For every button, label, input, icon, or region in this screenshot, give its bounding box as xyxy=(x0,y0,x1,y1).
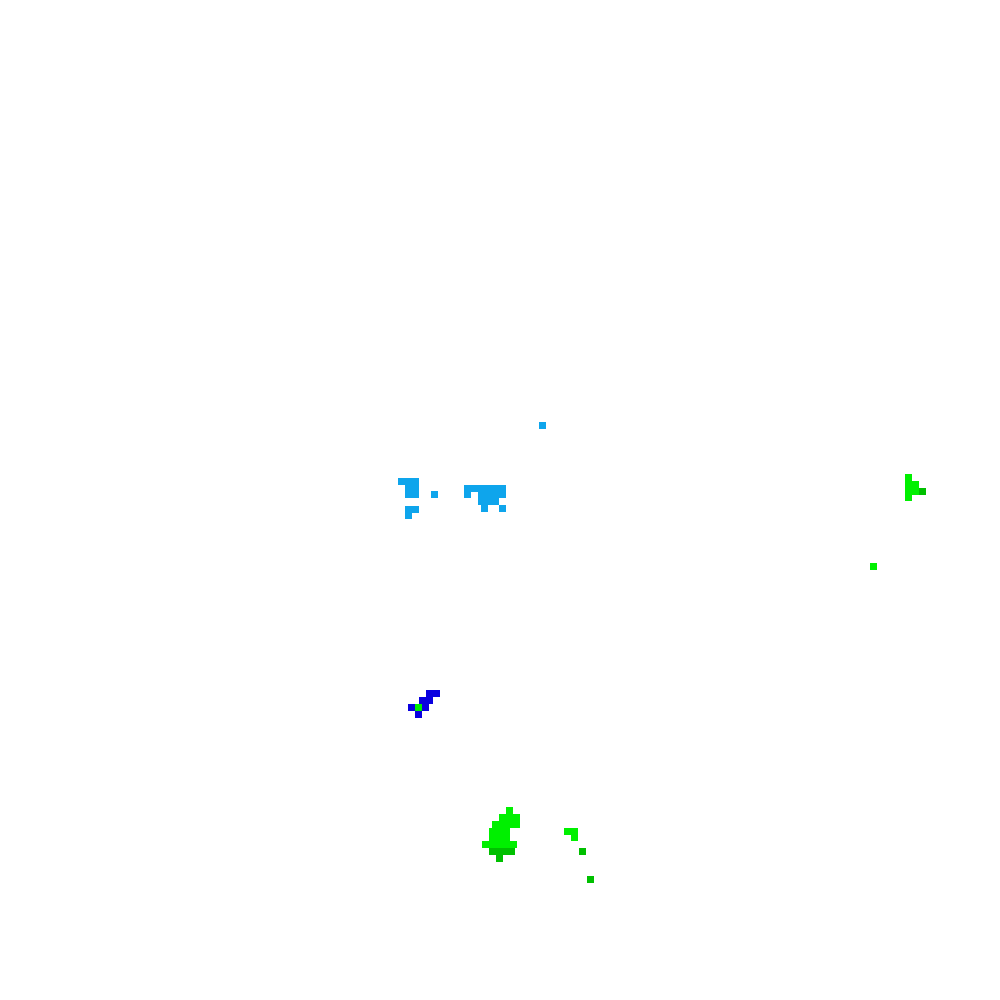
pixel-mark xyxy=(478,485,485,492)
pixel-mark xyxy=(503,848,510,855)
pixel-mark xyxy=(412,478,419,485)
pixel-mark xyxy=(496,848,503,855)
pixel-mark xyxy=(870,563,877,570)
pixel-mark xyxy=(485,485,492,492)
pixel-mark xyxy=(426,697,433,704)
pixel-mark xyxy=(506,821,513,828)
pixel-mark xyxy=(503,835,510,842)
pixel-mark xyxy=(499,485,506,492)
pixel-mark xyxy=(485,491,492,498)
pixel-mark xyxy=(506,807,513,814)
pixel-mark xyxy=(482,841,489,848)
pixel-mark xyxy=(492,485,499,492)
pixel-mark xyxy=(587,876,594,883)
pixel-mark xyxy=(422,704,429,711)
pixel-mark xyxy=(478,491,485,498)
pixel-mark xyxy=(919,488,926,495)
pixel-mark xyxy=(912,488,919,495)
pixel-mark xyxy=(405,485,412,492)
pixel-mark xyxy=(489,835,496,842)
pixel-mark xyxy=(471,485,478,492)
pixel-mark xyxy=(489,841,496,848)
pixel-mark xyxy=(496,828,503,835)
pixel-mark xyxy=(492,821,499,828)
pixel-mark xyxy=(489,828,496,835)
pixel-mark xyxy=(496,835,503,842)
pixel-mark xyxy=(492,498,499,505)
pixel-mark xyxy=(571,828,578,835)
pixel-mark xyxy=(571,834,578,841)
pixel-mark xyxy=(405,506,412,513)
pixel-mark xyxy=(412,485,419,492)
pixel-mark xyxy=(499,505,506,512)
pixel-mark xyxy=(492,491,499,498)
pixel-mark xyxy=(499,821,506,828)
pixel-mark xyxy=(464,491,471,498)
pixel-mark xyxy=(513,814,520,821)
pixel-mark xyxy=(508,848,515,855)
pixel-mark xyxy=(478,498,485,505)
pixel-mark xyxy=(408,704,415,711)
pixel-mark xyxy=(510,841,517,848)
pixel-mark xyxy=(499,814,506,821)
pixel-mark xyxy=(415,711,422,718)
pixel-mark xyxy=(415,704,422,711)
pixel-mark xyxy=(405,512,412,519)
pixel-mark xyxy=(539,422,546,429)
pixel-mark xyxy=(496,855,503,862)
pixel-mark xyxy=(405,478,412,485)
pixel-mark xyxy=(419,697,426,704)
pixel-mark xyxy=(398,478,405,485)
pixel-mark xyxy=(905,494,912,501)
pixel-mark xyxy=(496,841,503,848)
pixel-mark xyxy=(412,491,419,498)
pixel-mark xyxy=(489,848,496,855)
pixel-mark xyxy=(481,505,488,512)
pixel-mark xyxy=(464,485,471,492)
pixel-mark xyxy=(579,848,586,855)
pixel-mark xyxy=(426,690,433,697)
pixel-mark xyxy=(503,841,510,848)
pixel-mark xyxy=(564,828,571,835)
pixel-mark xyxy=(905,488,912,495)
pixel-mark xyxy=(405,491,412,498)
pixel-mark xyxy=(513,821,520,828)
pixel-mark xyxy=(412,506,419,513)
pixel-mark xyxy=(499,491,506,498)
pixel-mark xyxy=(905,474,912,481)
pixel-mark xyxy=(912,481,919,488)
pixel-mark xyxy=(905,481,912,488)
pixel-mark xyxy=(503,828,510,835)
pixel-mark xyxy=(506,814,513,821)
pixel-mark xyxy=(485,498,492,505)
pixel-mark xyxy=(433,690,440,697)
pixel-mark xyxy=(431,491,438,498)
